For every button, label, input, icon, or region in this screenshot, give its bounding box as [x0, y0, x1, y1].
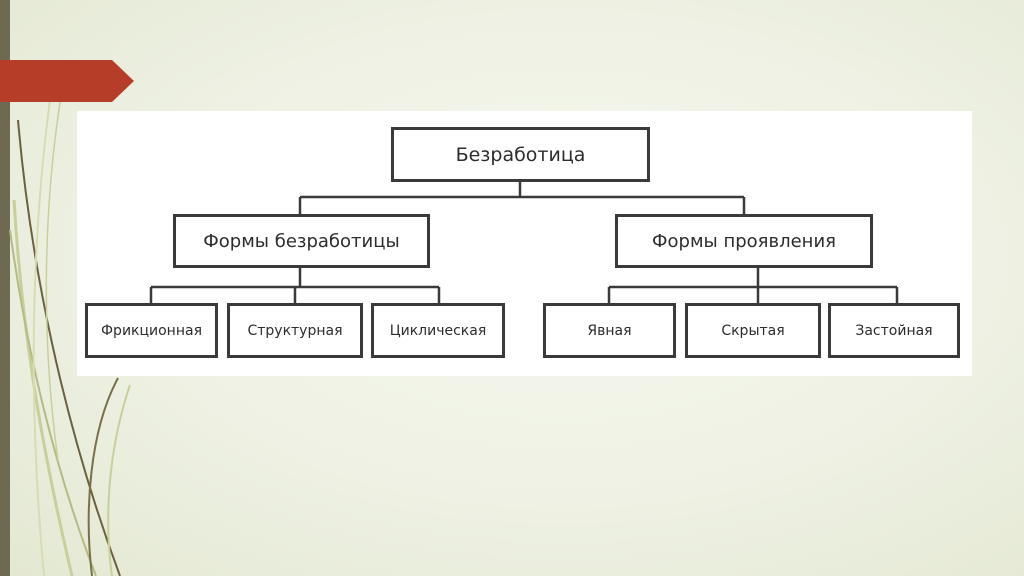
title-ribbon [0, 60, 134, 102]
node-label: Застойная [855, 322, 933, 339]
node-label: Структурная [247, 322, 343, 339]
decorative-curves [9, 89, 131, 576]
node-label: Скрытая [721, 322, 785, 339]
node-explicit: Явная [543, 303, 676, 358]
node-frictional: Фрикционная [85, 303, 218, 358]
diagram-connectors [149, 182, 899, 303]
node-forms-of-unemployment: Формы безработицы [173, 214, 430, 268]
left-accent-bar [0, 0, 10, 576]
node-hidden: Скрытая [685, 303, 821, 358]
node-forms-of-manifestation: Формы проявления [615, 214, 873, 268]
node-label: Фрикционная [101, 322, 202, 339]
node-label: Формы безработицы [203, 230, 400, 252]
node-label: Безработица [455, 143, 586, 166]
node-label: Циклическая [389, 322, 487, 339]
node-unemployment: Безработица [391, 127, 650, 182]
node-label: Формы проявления [652, 230, 836, 252]
diagram-panel: Безработица Формы безработицы Формы проя… [77, 111, 972, 376]
node-structural: Структурная [227, 303, 363, 358]
node-stagnant: Застойная [828, 303, 960, 358]
node-cyclical: Циклическая [371, 303, 505, 358]
node-label: Явная [587, 322, 632, 339]
